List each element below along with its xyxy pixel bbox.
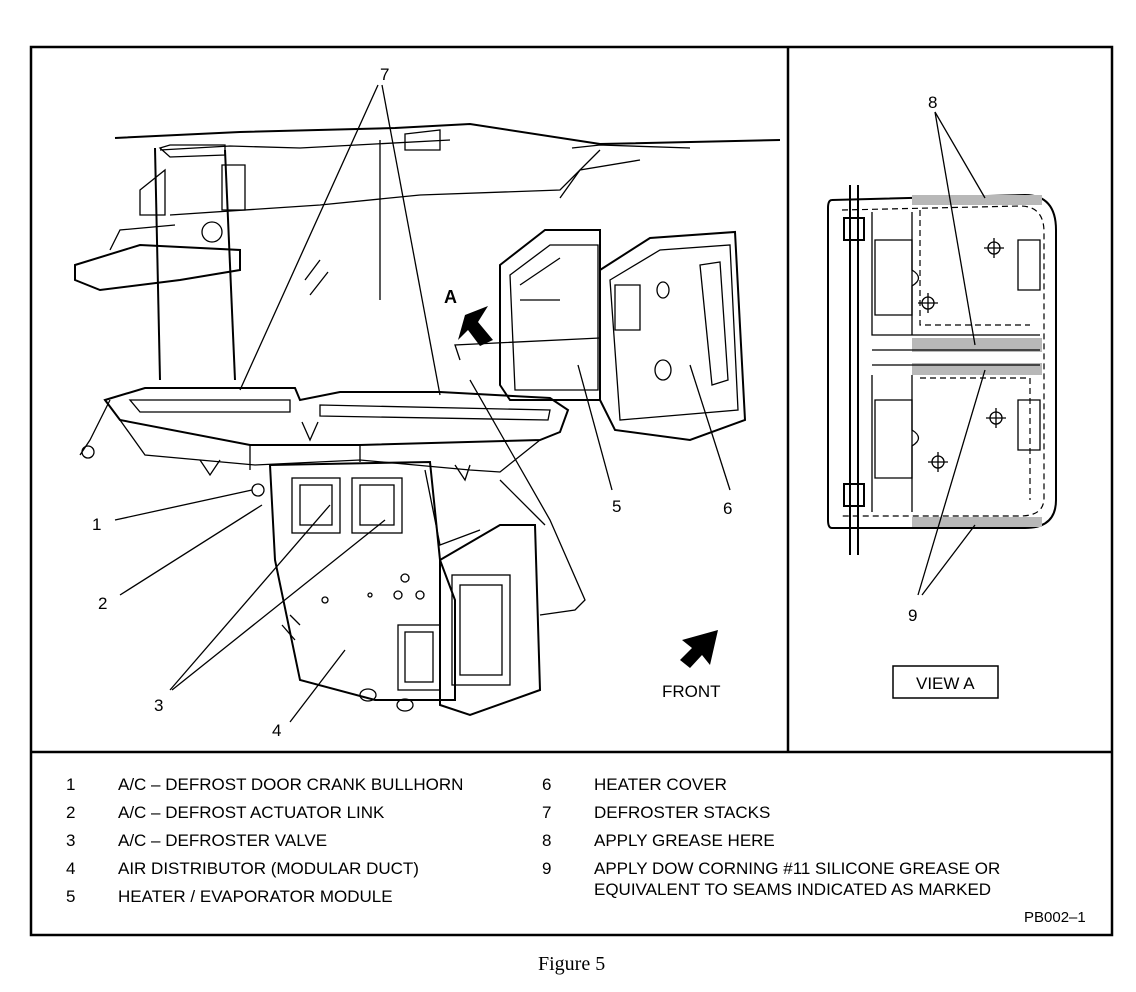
view-a-arrow-icon: [458, 306, 493, 346]
view-a-box: [892, 665, 999, 699]
callout-4: 4: [272, 721, 281, 740]
callout-2: 2: [98, 594, 107, 613]
legend-text-5: HEATER / EVAPORATOR MODULE: [118, 887, 393, 906]
legend-text-6: HEATER COVER: [594, 775, 727, 794]
legend-num-6: 6: [542, 775, 551, 794]
legend-num-3: 3: [66, 831, 75, 850]
legend-num-2: 2: [66, 803, 75, 822]
legend-text-4: AIR DISTRIBUTOR (MODULAR DUCT): [118, 859, 419, 878]
legend-text-9: APPLY DOW CORNING #11 SILICONE GREASE OR: [594, 859, 1000, 878]
reference-code: PB002–1: [1024, 909, 1086, 926]
front-label: FRONT: [662, 682, 721, 701]
view-a-illustration: [827, 111, 1057, 596]
callout-1: 1: [92, 515, 101, 534]
view-a-label: VIEW A: [916, 674, 975, 693]
legend-text-3: A/C – DEFROSTER VALVE: [118, 831, 327, 850]
legend-num-4: 4: [66, 859, 75, 878]
arrow-a-label: A: [444, 287, 457, 307]
legend-text-9-cont: EQUIVALENT TO SEAMS INDICATED AS MARKED: [594, 880, 991, 899]
front-arrow-icon: [680, 630, 718, 668]
legend-text-1: A/C – DEFROST DOOR CRANK BULLHORN: [118, 775, 463, 794]
legend-num-9: 9: [542, 859, 551, 878]
legend-text-7: DEFROSTER STACKS: [594, 803, 770, 822]
legend-text-8: APPLY GREASE HERE: [594, 831, 775, 850]
legend-num-8: 8: [542, 831, 551, 850]
legend-text-2: A/C – DEFROST ACTUATOR LINK: [118, 803, 385, 822]
callout-6: 6: [723, 499, 732, 518]
callout-3: 3: [154, 696, 163, 715]
legend-num-5: 5: [66, 887, 75, 906]
callout-9: 9: [908, 606, 917, 625]
legend: 1 A/C – DEFROST DOOR CRANK BULLHORN 2 A/…: [66, 775, 1000, 906]
figure-caption: Figure 5: [538, 953, 605, 975]
callout-5: 5: [612, 497, 621, 516]
figure-frame: [29, 45, 1114, 937]
main-illustration: [74, 84, 781, 723]
callout-7: 7: [380, 65, 389, 84]
legend-num-7: 7: [542, 803, 551, 822]
callout-8: 8: [928, 93, 937, 112]
legend-num-1: 1: [66, 775, 75, 794]
